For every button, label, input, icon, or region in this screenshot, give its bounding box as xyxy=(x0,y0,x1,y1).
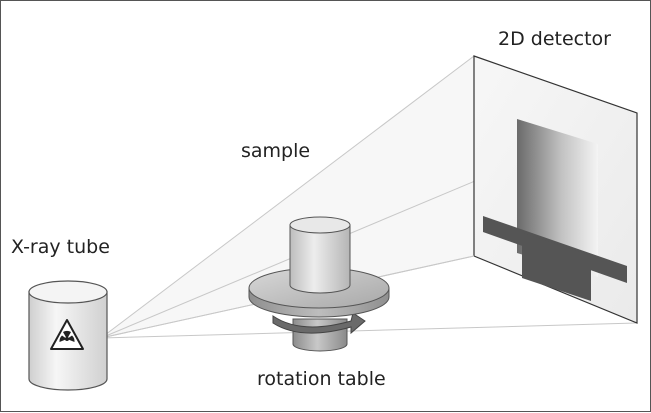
rotation-arrow-icon xyxy=(272,312,366,335)
sample-label: sample xyxy=(241,140,311,162)
detector-label: 2D detector xyxy=(498,28,611,50)
radiation-hazard-icon xyxy=(50,319,84,350)
sample-cylinder xyxy=(289,216,351,294)
shaft-shadow xyxy=(522,233,591,301)
rotation-table-label: rotation table xyxy=(257,368,386,390)
detector-panel xyxy=(473,55,638,324)
xray-tube-label: X-ray tube xyxy=(11,236,110,258)
xray-tube xyxy=(28,280,108,391)
